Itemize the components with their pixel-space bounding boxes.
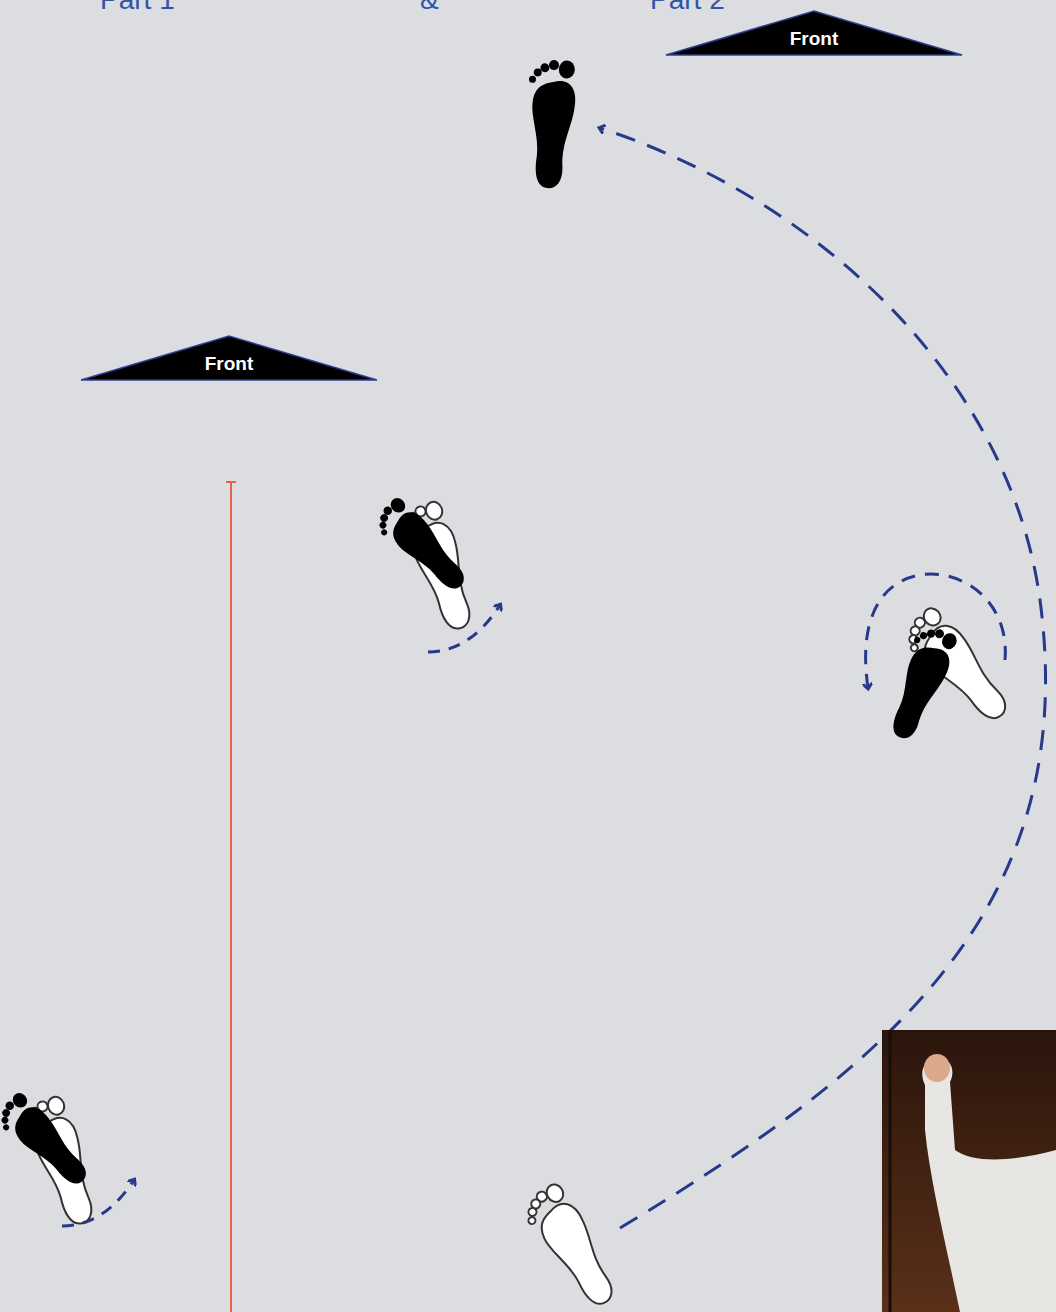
front-triangle-shape	[81, 336, 377, 380]
turn-arrow	[866, 574, 1006, 688]
person-gi	[922, 1058, 1056, 1312]
front-marker: Front	[80, 335, 378, 381]
black-footprint	[881, 622, 960, 745]
part-heading: Part 2	[650, 0, 725, 14]
photo-background	[882, 1030, 1056, 1312]
photo-detail	[889, 1030, 892, 1312]
reference-line-tick	[226, 481, 236, 483]
front-label: Front	[665, 29, 963, 50]
black-footprint	[370, 494, 475, 599]
black-footprint	[525, 59, 576, 189]
white-footprint	[518, 1180, 626, 1312]
reference-line	[230, 482, 232, 1312]
part-heading: Part 1	[100, 0, 175, 14]
pivot-arrow	[428, 605, 500, 652]
part-heading: &	[420, 0, 439, 14]
pivot-arrow	[62, 1180, 134, 1226]
photo-thumbnail	[882, 1030, 1056, 1312]
black-footprint	[0, 1089, 97, 1194]
front-triangle-shape	[666, 11, 962, 55]
person-fist	[924, 1054, 950, 1082]
front-label: Front	[80, 354, 378, 375]
front-marker: Front	[665, 10, 963, 56]
